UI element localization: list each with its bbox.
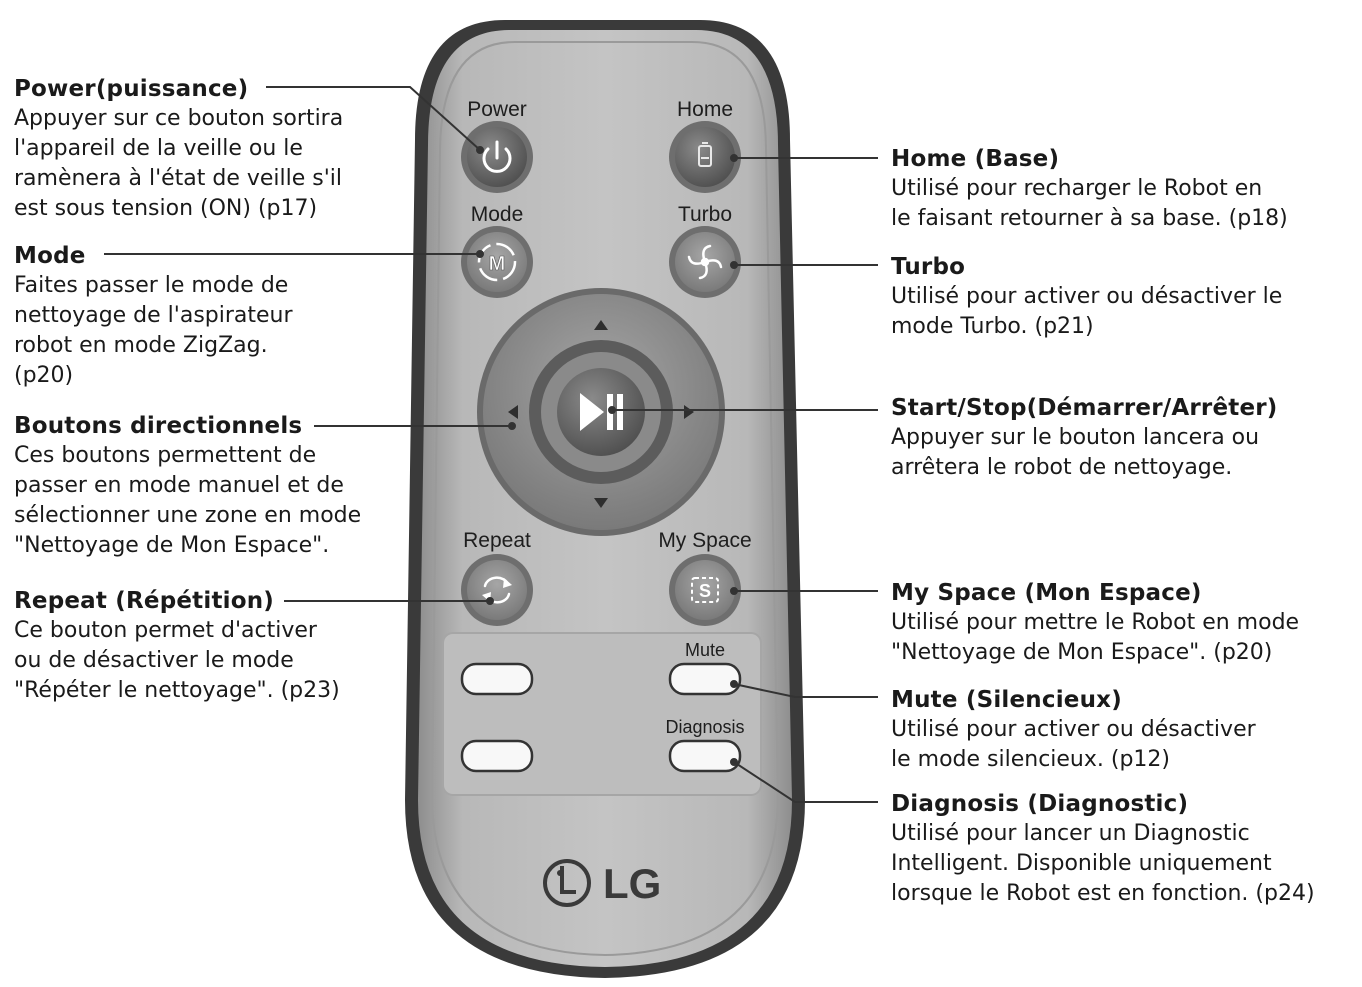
callout-directional: Boutons directionnels Ces boutons permet… — [14, 411, 404, 561]
leader-mute — [733, 683, 878, 698]
callout-line: "Répéter le nettoyage". (p23) — [14, 678, 340, 703]
callout-power: Power(puissance) Appuyer sur ce bouton s… — [14, 74, 394, 224]
start-stop-button[interactable] — [529, 340, 673, 484]
svg-text:M: M — [489, 253, 506, 275]
callout-line: "Nettoyage de Mon Espace". — [14, 533, 330, 558]
callout-mode: Mode Faites passer le mode de nettoyage … — [14, 241, 394, 391]
repeat-button[interactable] — [461, 554, 533, 626]
callout-turbo: Turbo Utilisé pour activer ou désactiver… — [891, 252, 1356, 342]
callout-line: Utilisé pour activer ou désactiver — [891, 717, 1256, 742]
callout-title: Start/Stop(Démarrer/Arrêter) — [891, 395, 1278, 421]
callout-line: Utilisé pour recharger le Robot en — [891, 176, 1263, 201]
repeat-label: Repeat — [463, 529, 531, 552]
arrow-left-icon[interactable] — [508, 405, 518, 419]
callout-title: My Space (Mon Espace) — [891, 580, 1202, 606]
callout-line: est sous tension (ON) (p17) — [14, 196, 318, 221]
callout-line: le faisant retourner à sa base. (p18) — [891, 206, 1288, 231]
callout-title: Power(puissance) — [14, 76, 249, 102]
blank-button-bottom-left[interactable] — [460, 739, 534, 773]
power-label: Power — [467, 98, 527, 121]
callout-title: Mute (Silencieux) — [891, 687, 1122, 713]
callout-line: ou de désactiver le mode — [14, 648, 294, 673]
callout-home: Home (Base) Utilisé pour recharger le Ro… — [891, 144, 1356, 234]
callout-title: Repeat (Répétition) — [14, 588, 275, 614]
callout-line: passer en mode manuel et de — [14, 473, 344, 498]
callout-line: Appuyer sur le bouton lancera ou — [891, 425, 1260, 450]
myspace-label: My Space — [658, 529, 751, 552]
arrow-up-icon[interactable] — [594, 320, 608, 330]
callout-line: Appuyer sur ce bouton sortira — [14, 106, 344, 131]
home-label: Home — [677, 98, 733, 121]
callout-myspace: My Space (Mon Espace) Utilisé pour mettr… — [891, 578, 1356, 668]
mode-label: Mode — [471, 203, 524, 226]
callout-title: Home (Base) — [891, 146, 1060, 172]
callout-startstop: Start/Stop(Démarrer/Arrêter) Appuyer sur… — [891, 393, 1356, 483]
mute-label: Mute — [685, 640, 725, 660]
turbo-button[interactable] — [669, 226, 741, 298]
callout-diagnosis: Diagnosis (Diagnostic) Utilisé pour lanc… — [891, 789, 1356, 909]
leader-diagnosis — [733, 761, 878, 803]
diagnosis-button[interactable] — [668, 739, 742, 773]
callout-line: Utilisé pour activer ou désactiver le — [891, 284, 1283, 309]
callout-repeat: Repeat (Répétition) Ce bouton permet d'a… — [14, 586, 394, 706]
callout-line: sélectionner une zone en mode — [14, 503, 362, 528]
callout-line: "Nettoyage de Mon Espace". (p20) — [891, 640, 1273, 665]
diagnosis-label: Diagnosis — [665, 717, 744, 737]
mode-button[interactable]: M — [461, 226, 533, 298]
callout-line: arrêtera le robot de nettoyage. — [891, 455, 1233, 480]
power-button[interactable] — [461, 121, 533, 193]
callout-line: Faites passer le mode de — [14, 273, 289, 298]
arrow-right-icon[interactable] — [684, 405, 694, 419]
callout-line: robot en mode ZigZag. — [14, 333, 268, 358]
callout-line: Ces boutons permettent de — [14, 443, 317, 468]
callout-line: l'appareil de la veille ou le — [14, 136, 303, 161]
leader-power — [266, 86, 481, 151]
callout-line: Utilisé pour lancer un Diagnostic — [891, 821, 1250, 846]
battery-icon — [698, 142, 712, 167]
arrow-down-icon[interactable] — [594, 498, 608, 508]
power-icon — [482, 140, 512, 173]
myspace-s-icon: S — [691, 577, 719, 603]
myspace-button[interactable]: S — [669, 554, 741, 626]
callout-line: nettoyage de l'aspirateur — [14, 303, 293, 328]
callout-line: (p20) — [14, 363, 74, 388]
callout-line: ramènera à l'état de veille s'il — [14, 166, 343, 191]
callout-line: Ce bouton permet d'activer — [14, 618, 317, 643]
callout-title: Diagnosis (Diagnostic) — [891, 791, 1189, 817]
callout-line: mode Turbo. (p21) — [891, 314, 1094, 339]
lg-logo-icon — [543, 859, 591, 907]
mode-m-icon: M — [477, 242, 517, 282]
callout-line: lorsque le Robot est en fonction. (p24) — [891, 881, 1315, 906]
callout-line: le mode silencieux. (p12) — [891, 747, 1171, 772]
blank-button-top-left[interactable] — [460, 662, 534, 696]
callout-title: Mode — [14, 243, 86, 269]
home-button[interactable] — [669, 121, 741, 193]
callout-mute: Mute (Silencieux) Utilisé pour activer o… — [891, 685, 1356, 775]
turbo-label: Turbo — [678, 203, 732, 226]
callout-line: Utilisé pour mettre le Robot en mode — [891, 610, 1300, 635]
svg-text:S: S — [699, 581, 711, 601]
callout-title: Turbo — [891, 254, 966, 280]
callout-line: Intelligent. Disponible uniquement — [891, 851, 1272, 876]
mute-button[interactable] — [668, 662, 742, 696]
brand-logo-text: LG — [603, 860, 661, 907]
fan-icon — [687, 244, 723, 280]
callout-title: Boutons directionnels — [14, 413, 303, 439]
